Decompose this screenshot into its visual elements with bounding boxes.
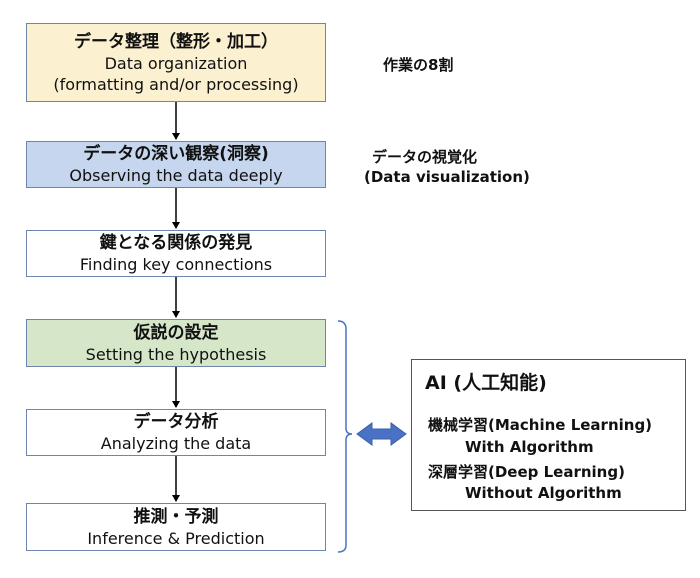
step-6-title: 推測・予測 [133, 506, 219, 527]
step-6-subtitle: Inference & Prediction [87, 528, 265, 548]
visualization-note-jp: データの視覚化 [372, 148, 478, 166]
visualization-note: データの視覚化 (Data visualization) [364, 147, 530, 187]
deep-learning-sub: Without Algorithm [465, 484, 622, 502]
step-3-title: 鍵となる関係の発見 [99, 233, 253, 253]
machine-learning-label: 機械学習(Machine Learning) [428, 416, 653, 434]
step-1-title: データ整理（整形・加工） [74, 31, 278, 52]
step-5-title: データ分析 [133, 412, 219, 432]
right-bracket [337, 320, 353, 553]
step-observing-data: データの深い観察(洞察) Observing the data deeply [26, 141, 326, 188]
step-2-subtitle: Observing the data deeply [69, 166, 283, 185]
visualization-note-en: (Data visualization) [364, 168, 530, 186]
step-1-subtitle-2: (formatting and/or processing) [53, 74, 299, 94]
step-2-title: データの深い観察(洞察) [83, 144, 269, 164]
ai-box: AI (人工知能) 機械学習(Machine Learning) With Al… [411, 359, 686, 511]
workload-note: 作業の8割 [383, 56, 454, 74]
step-5-subtitle: Analyzing the data [100, 434, 252, 453]
double-arrow [356, 422, 407, 446]
step-setting-hypothesis: 仮説の設定 Setting the hypothesis [26, 319, 326, 367]
step-data-organization: データ整理（整形・加工） Data organization (formatti… [26, 23, 326, 102]
step-3-subtitle: Finding key connections [79, 255, 273, 274]
step-finding-connections: 鍵となる関係の発見 Finding key connections [26, 230, 326, 277]
step-analyzing-data: データ分析 Analyzing the data [26, 409, 326, 456]
step-4-subtitle: Setting the hypothesis [85, 344, 267, 364]
ai-title: AI (人工知能) [425, 372, 547, 394]
machine-learning-sub: With Algorithm [465, 438, 594, 456]
deep-learning-label: 深層学習(Deep Learning) [428, 463, 625, 481]
step-4-title: 仮説の設定 [133, 322, 219, 343]
step-inference-prediction: 推測・予測 Inference & Prediction [26, 503, 326, 551]
step-1-subtitle: Data organization [104, 53, 248, 73]
